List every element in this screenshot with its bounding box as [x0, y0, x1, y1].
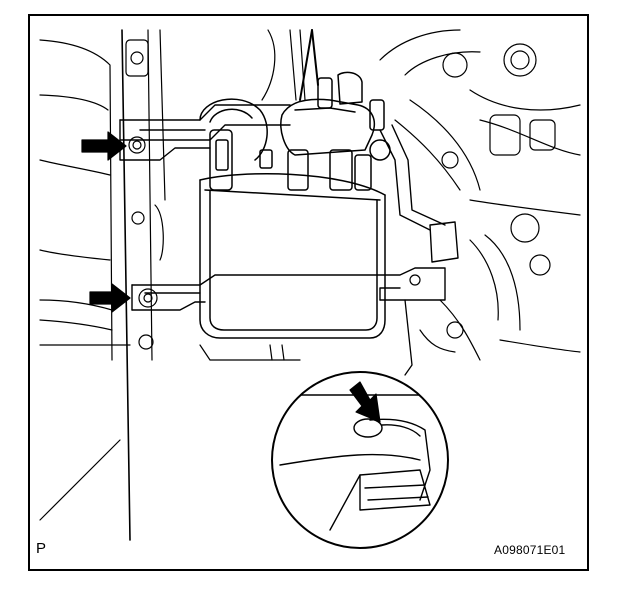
upper-bracket-bolt-arrow	[81, 131, 127, 161]
corner-code-label: P	[36, 540, 47, 557]
arrow-right-icon	[81, 131, 127, 161]
arrow-down-left-icon	[349, 381, 381, 423]
background-structure	[39, 29, 581, 541]
figure-id-label: A098071E01	[494, 543, 566, 557]
lower-bracket-bolt-arrow	[89, 283, 131, 313]
detail-view-arrow	[349, 381, 381, 423]
arrow-right-icon	[89, 283, 131, 313]
mounting-bracket	[119, 104, 459, 311]
upper-bolt-icon	[128, 136, 146, 154]
bracket-bolts	[128, 136, 421, 308]
figure-frame	[28, 14, 589, 571]
detail-view-circle	[271, 371, 449, 549]
detail-leader-line	[404, 299, 413, 376]
charcoal-canister	[199, 29, 391, 339]
lower-bolt-icon	[138, 288, 158, 308]
